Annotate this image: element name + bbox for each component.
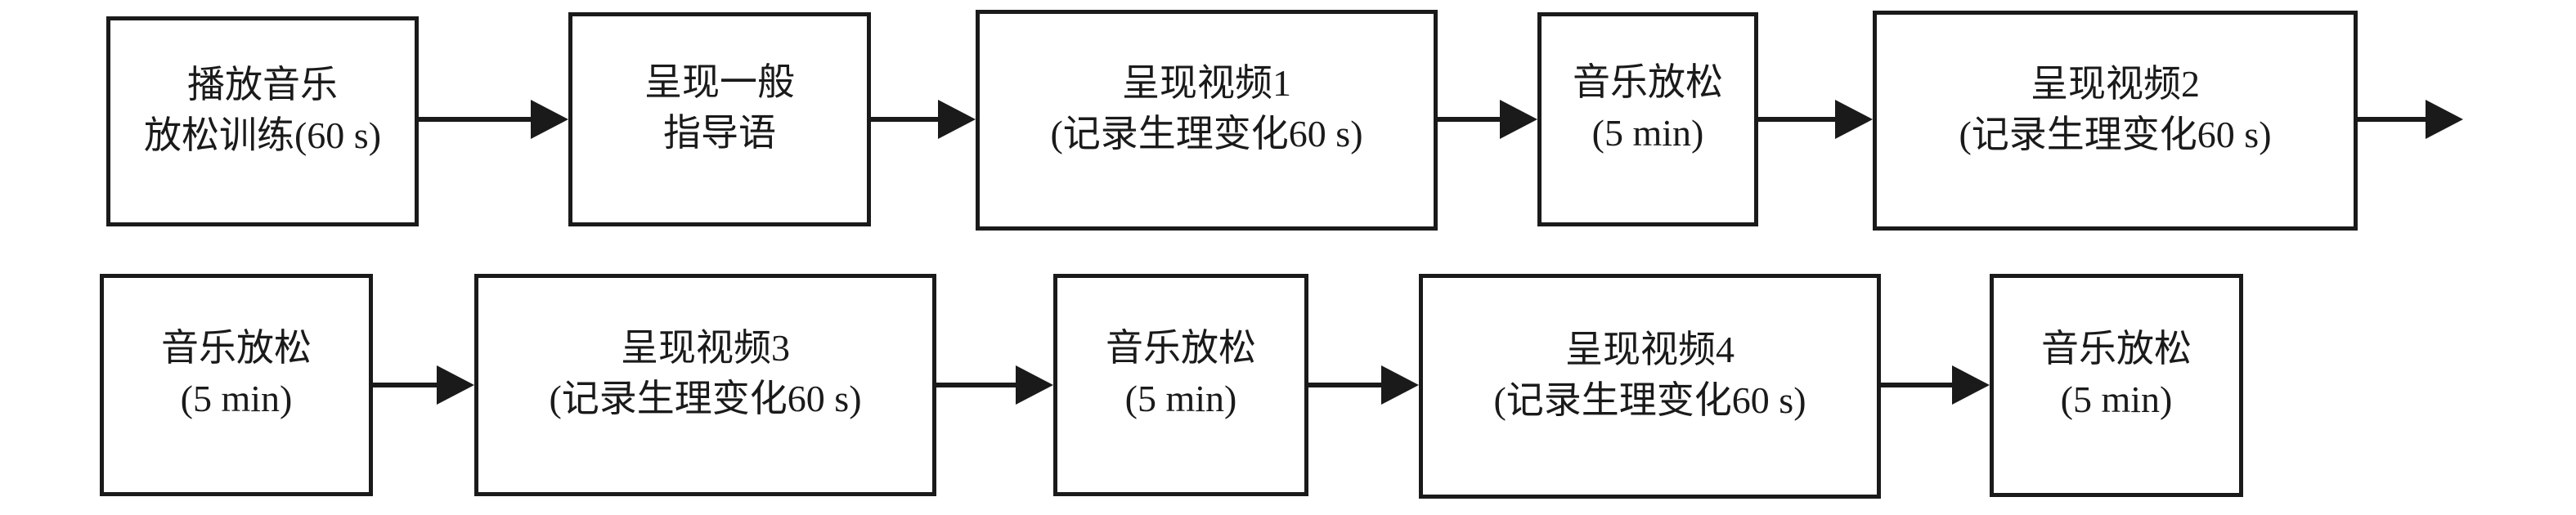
node-label-line1: 呈现视频1 xyxy=(1122,62,1291,104)
node-label-line2: (记录生理变化60 s) xyxy=(1050,113,1363,154)
flow-arrow-1-2 xyxy=(419,100,568,139)
flow-node-video-1: 呈现视频1 (记录生理变化60 s) xyxy=(976,10,1438,231)
arrow-shaft xyxy=(2358,117,2429,122)
arrow-shaft xyxy=(1308,383,1384,387)
arrowhead-icon xyxy=(1016,365,1053,405)
flow-node-music-relax-4: 音乐放松 (5 min) xyxy=(1990,274,2243,497)
node-label-line1: 音乐放松 xyxy=(2041,327,2192,369)
arrowhead-icon xyxy=(531,100,568,139)
flow-node-music-relax-3: 音乐放松 (5 min) xyxy=(1053,274,1308,496)
arrowhead-icon xyxy=(938,100,976,139)
arrow-shaft xyxy=(1758,117,1838,122)
flow-arrow-7-8 xyxy=(936,365,1053,405)
flow-node-video-3: 呈现视频3 (记录生理变化60 s) xyxy=(474,274,936,496)
node-label-line2: (5 min) xyxy=(2060,378,2173,420)
node-label-line2: (记录生理变化60 s) xyxy=(549,378,862,419)
node-label-line2: 指导语 xyxy=(663,112,776,154)
node-label-line2: (记录生理变化60 s) xyxy=(1493,378,1806,421)
arrow-shaft xyxy=(1438,117,1503,122)
arrowhead-icon xyxy=(1500,100,1537,139)
flow-arrow-6-7 xyxy=(373,365,474,405)
node-label-line1: 呈现一般 xyxy=(644,61,795,103)
node-label-line2: (5 min) xyxy=(1591,112,1704,154)
flow-node-video-2: 呈现视频2 (记录生理变化60 s) xyxy=(1873,11,2358,231)
flow-node-general-instructions: 呈现一般 指导语 xyxy=(568,12,871,226)
node-label-line2: (5 min) xyxy=(1124,378,1237,419)
node-label-line2: (5 min) xyxy=(180,378,293,419)
arrow-shaft xyxy=(373,383,440,387)
flow-arrow-9-10 xyxy=(1881,365,1990,405)
arrowhead-icon xyxy=(2426,100,2463,139)
node-label-line1: 音乐放松 xyxy=(1573,61,1723,103)
flow-arrow-8-9 xyxy=(1308,365,1419,405)
flow-node-music-relax-2: 音乐放松 (5 min) xyxy=(100,274,373,496)
arrow-shaft xyxy=(871,117,941,122)
flow-arrow-4-5 xyxy=(1758,100,1873,139)
flow-node-video-4: 呈现视频4 (记录生理变化60 s) xyxy=(1419,274,1881,499)
flow-arrow-continuation xyxy=(2358,100,2463,139)
arrowhead-icon xyxy=(437,365,474,405)
node-label-line1: 音乐放松 xyxy=(161,327,312,369)
flow-node-music-relax-1: 音乐放松 (5 min) xyxy=(1537,12,1758,226)
arrowhead-icon xyxy=(1381,365,1419,405)
node-label-line2: 放松训练(60 s) xyxy=(143,114,382,156)
node-label-line1: 呈现视频3 xyxy=(621,327,790,369)
node-label-line1: 呈现视频2 xyxy=(2031,62,2200,105)
arrow-shaft xyxy=(419,117,534,122)
arrowhead-icon xyxy=(1952,365,1990,405)
node-label-line1: 音乐放松 xyxy=(1106,327,1256,369)
arrow-shaft xyxy=(1881,383,1955,387)
arrow-shaft xyxy=(936,383,1019,387)
arrowhead-icon xyxy=(1835,100,1873,139)
flow-arrow-2-3 xyxy=(871,100,976,139)
node-label-line2: (记录生理变化60 s) xyxy=(1959,113,2272,155)
node-label-line1: 播放音乐 xyxy=(187,63,338,105)
flow-node-play-music-training: 播放音乐 放松训练(60 s) xyxy=(106,16,419,226)
flow-arrow-3-4 xyxy=(1438,100,1537,139)
node-label-line1: 呈现视频4 xyxy=(1565,328,1735,370)
